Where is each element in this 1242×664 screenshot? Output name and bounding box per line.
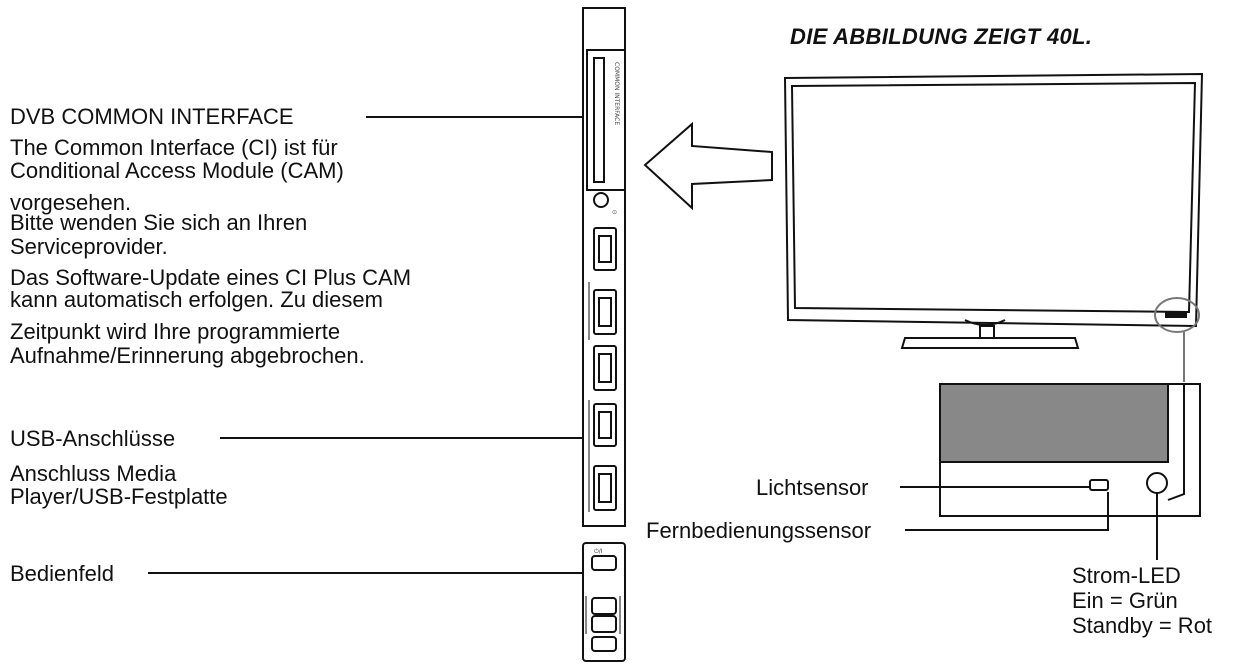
leader-remote-sensor [905, 492, 1109, 531]
side-panel: COMMON INTERFACE ⊙ [582, 7, 626, 527]
svg-text:⏻/I: ⏻/I [594, 548, 603, 555]
control-panel: ⏻/I [582, 542, 626, 662]
ci-line-3: vorgesehen. [10, 190, 132, 215]
hdmi-port-1 [593, 227, 617, 271]
panel-title: Bedienfeld [10, 561, 114, 586]
ci-line-2: Conditional Access Module (CAM) [10, 158, 344, 183]
figure-heading: DIE ABBILDUNG ZEIGT 40L. [790, 24, 1093, 49]
svg-text:COMMON INTERFACE: COMMON INTERFACE [613, 62, 620, 125]
usb-line-2: Player/USB-Festplatte [10, 484, 228, 509]
ci-title: DVB COMMON INTERFACE [10, 104, 294, 129]
ci-line-5: Serviceprovider. [10, 234, 168, 259]
usb-title: USB-Anschlüsse [10, 426, 176, 451]
usb-port-1 [593, 403, 617, 447]
usb-port-2 [593, 465, 617, 511]
led-line-2: Ein = Grün [1072, 588, 1178, 613]
usb-line-1: Anschluss Media [10, 461, 177, 486]
ci-line-7: kann automatisch erfolgen. Zu diesem [10, 287, 383, 312]
light-sensor-icon [1089, 479, 1109, 491]
power-led-icon [1146, 472, 1168, 494]
hdmi-port-3 [593, 345, 617, 391]
svg-text:⊙: ⊙ [612, 209, 617, 216]
arrow-left-icon [643, 121, 773, 211]
ci-line-8: Zeitpunkt wird Ihre programmierte [10, 319, 341, 344]
tv-front [783, 72, 1204, 349]
light-sensor-label: Lichtsensor [756, 475, 869, 500]
hdmi-port-2 [593, 289, 617, 335]
led-line-3: Standby = Rot [1072, 613, 1213, 638]
sensor-zoom-box [939, 383, 1201, 517]
ci-line-9: Aufnahme/Erinnerung abgebrochen. [10, 343, 365, 368]
side-button-icon [593, 192, 609, 208]
led-line-1: Strom-LED [1072, 563, 1181, 588]
ci-line-6: Das Software-Update eines CI Plus CAM [10, 265, 412, 290]
ci-line-1: The Common Interface (CI) ist für [10, 135, 338, 160]
remote-sensor-label: Fernbedienungssensor [646, 518, 872, 543]
ci-line-4: Bitte wenden Sie sich an Ihren [10, 210, 308, 235]
